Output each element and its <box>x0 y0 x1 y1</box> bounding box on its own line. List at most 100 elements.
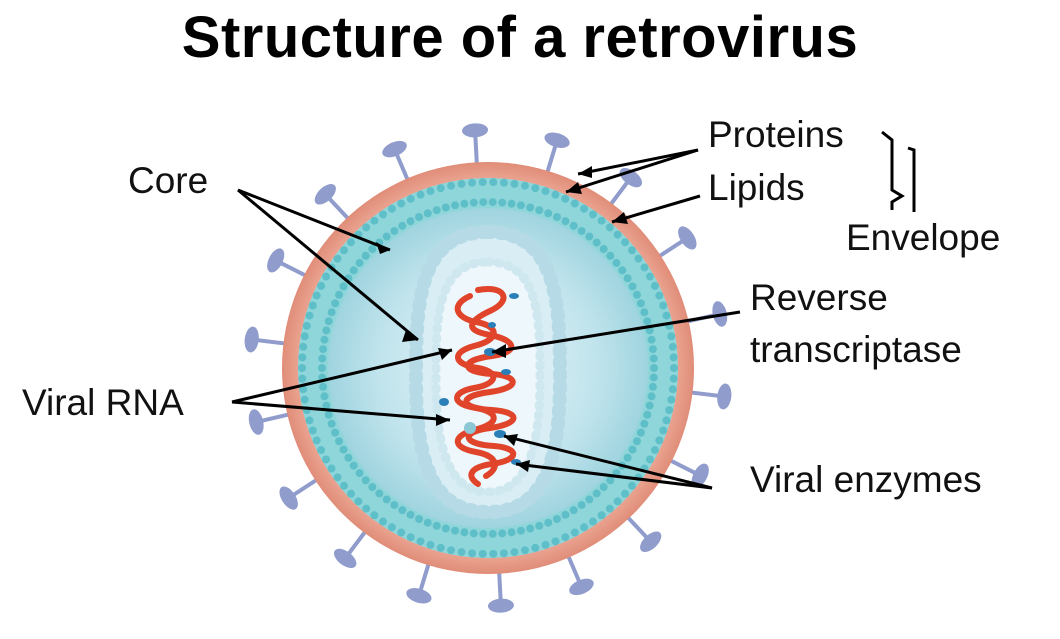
lipid-head <box>319 345 328 354</box>
lipid-head <box>298 353 307 362</box>
lipid-head <box>634 254 643 263</box>
lipid-head <box>355 469 364 478</box>
lipid-head <box>478 178 487 187</box>
lipid-head <box>436 543 445 552</box>
lipid-head <box>516 201 525 210</box>
lipid-head <box>340 481 349 490</box>
lipid-head <box>349 266 358 275</box>
lipid-head <box>588 210 597 219</box>
lipid-head <box>561 533 570 542</box>
lipid-head <box>468 549 477 558</box>
lipid-head <box>507 199 516 208</box>
lipid-head <box>520 546 529 555</box>
lipid-head <box>647 392 656 401</box>
label-proteins: Proteins <box>708 114 844 155</box>
lipid-head <box>441 524 450 533</box>
lipid-head <box>468 178 477 187</box>
protein-spike-head <box>717 383 732 410</box>
lipid-head <box>333 254 342 263</box>
label-lipids: Lipids <box>708 167 805 208</box>
lipid-head <box>322 272 331 281</box>
lipid-head <box>628 282 637 291</box>
lipid-head <box>588 517 597 526</box>
protein-spike-head <box>487 598 514 613</box>
lipid-head <box>488 198 497 207</box>
lipid-head <box>592 238 601 247</box>
protein-spike-head <box>382 140 407 158</box>
lipid-head <box>499 549 508 558</box>
label-reverse-transcriptase-line2: transcriptase <box>750 329 962 370</box>
lipid-head <box>667 332 676 341</box>
lipid-head <box>308 301 317 310</box>
lipid-head <box>645 272 654 281</box>
lipid-head <box>317 281 326 290</box>
lipid-head <box>361 251 370 260</box>
lipid-head <box>561 194 570 203</box>
lipid-head <box>669 374 678 383</box>
lipid-head <box>324 410 333 419</box>
label-envelope: Envelope <box>846 217 1000 258</box>
lipid-head <box>375 489 384 498</box>
lipid-head <box>346 238 355 247</box>
lipid-head <box>346 489 355 498</box>
protein-spike-head <box>333 548 357 568</box>
lipid-head <box>613 230 622 239</box>
protein-spike-head <box>640 531 662 552</box>
arrowheads <box>376 166 628 472</box>
lipid-head <box>320 392 329 401</box>
lipid-head <box>318 364 326 372</box>
protein-spike-head <box>462 123 489 138</box>
lipid-head <box>322 401 331 410</box>
lipid-head <box>300 332 309 341</box>
lipid-head <box>645 455 654 464</box>
lipid-head <box>457 179 466 188</box>
lipid-head <box>551 190 560 199</box>
lipid-head <box>426 187 435 196</box>
lipid-head <box>327 308 336 317</box>
lipid-head <box>645 401 654 410</box>
label-viral-enzymes: Viral enzymes <box>750 459 982 500</box>
lipid-head <box>570 528 579 537</box>
lipid-head <box>354 497 363 506</box>
rna-end-bead <box>464 422 476 434</box>
lipid-head <box>322 326 331 335</box>
protein-spike-head <box>314 184 336 205</box>
protein-spike-head <box>544 132 570 148</box>
envelope-proteins <box>244 123 732 613</box>
lipid-head <box>370 511 379 520</box>
lipid-head <box>361 476 370 485</box>
lipid-head <box>327 419 336 428</box>
lipid-head <box>415 514 424 523</box>
lipid-head <box>397 528 406 537</box>
protein-spike-head <box>406 588 432 604</box>
lipid-head <box>510 179 519 188</box>
lipid-head <box>478 549 487 558</box>
lipid-head <box>597 216 606 225</box>
lipid-head <box>647 335 656 344</box>
protein-spike-head <box>248 409 264 435</box>
lipid-head <box>544 209 553 218</box>
lipid-head <box>627 246 636 255</box>
lipid-head <box>398 221 407 230</box>
viral-rna-strand <box>463 286 517 487</box>
lipid-head <box>451 526 460 535</box>
lipid-head <box>308 426 317 435</box>
lipid-head <box>432 521 441 530</box>
protein-spike-head <box>678 226 697 250</box>
lipid-head <box>299 342 308 351</box>
lipid-head <box>580 204 589 213</box>
lipid-head <box>370 216 379 225</box>
lipid-head <box>469 198 478 207</box>
lipid-head <box>305 311 314 320</box>
lipid-head <box>312 436 321 445</box>
lipid-head <box>340 246 349 255</box>
lipid-head <box>618 266 627 275</box>
lipid-head <box>665 406 674 415</box>
lipid-head <box>447 181 456 190</box>
lipid-head <box>648 345 657 354</box>
lipid-head <box>339 445 348 454</box>
lipid-head <box>541 187 550 196</box>
lipid-head <box>510 548 519 557</box>
lipid-head <box>623 274 632 283</box>
lipid-head <box>569 221 578 230</box>
